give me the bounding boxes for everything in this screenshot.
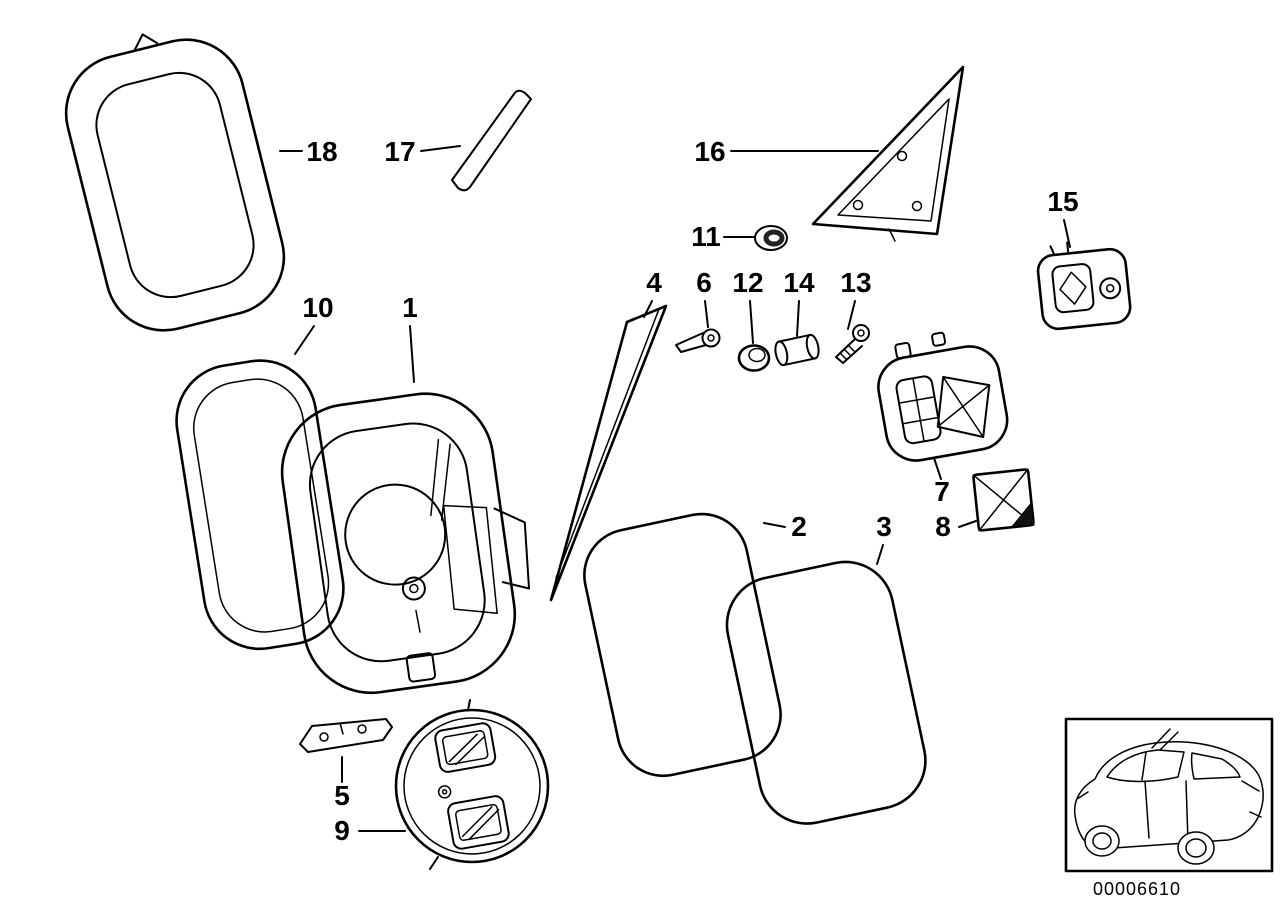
part-label-6[interactable]: 6 (696, 267, 712, 298)
callout-line-2 (763, 522, 786, 528)
part-9-drive-unit-drawing (394, 699, 550, 870)
part-3-mirror-glass-drawing (725, 560, 927, 825)
car-side-window (1106, 749, 1185, 783)
car-front-wheel (1084, 825, 1120, 857)
car-rear-window (1190, 752, 1241, 780)
mirror-position-leader (1151, 728, 1179, 751)
part-label-12[interactable]: 12 (732, 267, 763, 298)
callout-line-8 (958, 520, 977, 528)
part-17-cover-plate-drawing (451, 89, 532, 192)
part-label-5[interactable]: 5 (334, 780, 350, 811)
part-14-spacer-drawing (774, 333, 820, 367)
callout-line-14 (796, 300, 800, 337)
car-body-outline (1073, 741, 1264, 850)
part-label-16[interactable]: 16 (694, 136, 725, 167)
part-18-mirror-frame-drawing (64, 33, 286, 332)
figure-id: 00006610 (1093, 879, 1181, 899)
part-label-15[interactable]: 15 (1047, 186, 1078, 217)
part-8-glass-pad-drawing (972, 468, 1035, 532)
part-label-13[interactable]: 13 (840, 267, 871, 298)
part-label-4[interactable]: 4 (646, 267, 662, 298)
drive-unit-windows (434, 722, 510, 850)
callout-lines (279, 145, 1071, 832)
callout-line-13 (847, 300, 856, 330)
callout-line-10 (294, 325, 315, 355)
part-4-triangle-seal-drawing (549, 304, 668, 602)
part-15-mirror-switch-drawing (1036, 241, 1132, 331)
callout-line-7 (933, 457, 942, 480)
callout-line-17 (420, 145, 461, 152)
part-label-14[interactable]: 14 (783, 267, 815, 298)
part-1-mirror-housing-drawing (280, 392, 531, 695)
part-16-base-plate-drawing (811, 65, 965, 242)
part-13-screw-drawing (835, 324, 870, 364)
part-label-18[interactable]: 18 (306, 136, 337, 167)
part-7-actuator-drawing (877, 331, 1009, 462)
callout-line-15 (1063, 219, 1071, 248)
part-6-pin-drawing (675, 328, 721, 353)
part-label-8[interactable]: 8 (935, 511, 951, 542)
part-label-1[interactable]: 1 (402, 292, 418, 323)
part-label-9[interactable]: 9 (334, 815, 350, 846)
part-label-3[interactable]: 3 (876, 511, 892, 542)
part-label-10[interactable]: 10 (302, 292, 333, 323)
part-label-2[interactable]: 2 (791, 511, 807, 542)
callout-line-3 (876, 544, 884, 565)
part-label-17[interactable]: 17 (384, 136, 415, 167)
part-2-mirror-glass-drawing (583, 512, 782, 778)
part-12-washer-drawing (737, 344, 771, 372)
callout-line-4 (643, 300, 653, 318)
part-10-gasket-drawing (175, 359, 345, 651)
part-5-clip-bracket-drawing (299, 718, 393, 753)
callout-line-6 (704, 300, 709, 328)
car-box-border (1064, 717, 1274, 873)
callout-line-12 (749, 300, 754, 344)
part-11-grommet-drawing (754, 225, 788, 251)
car-thumbnail (1064, 717, 1274, 873)
part-label-11[interactable]: 11 (691, 221, 721, 252)
callout-line-1 (409, 325, 415, 383)
car-rear-wheel (1177, 831, 1215, 865)
part-label-7[interactable]: 7 (934, 476, 950, 507)
